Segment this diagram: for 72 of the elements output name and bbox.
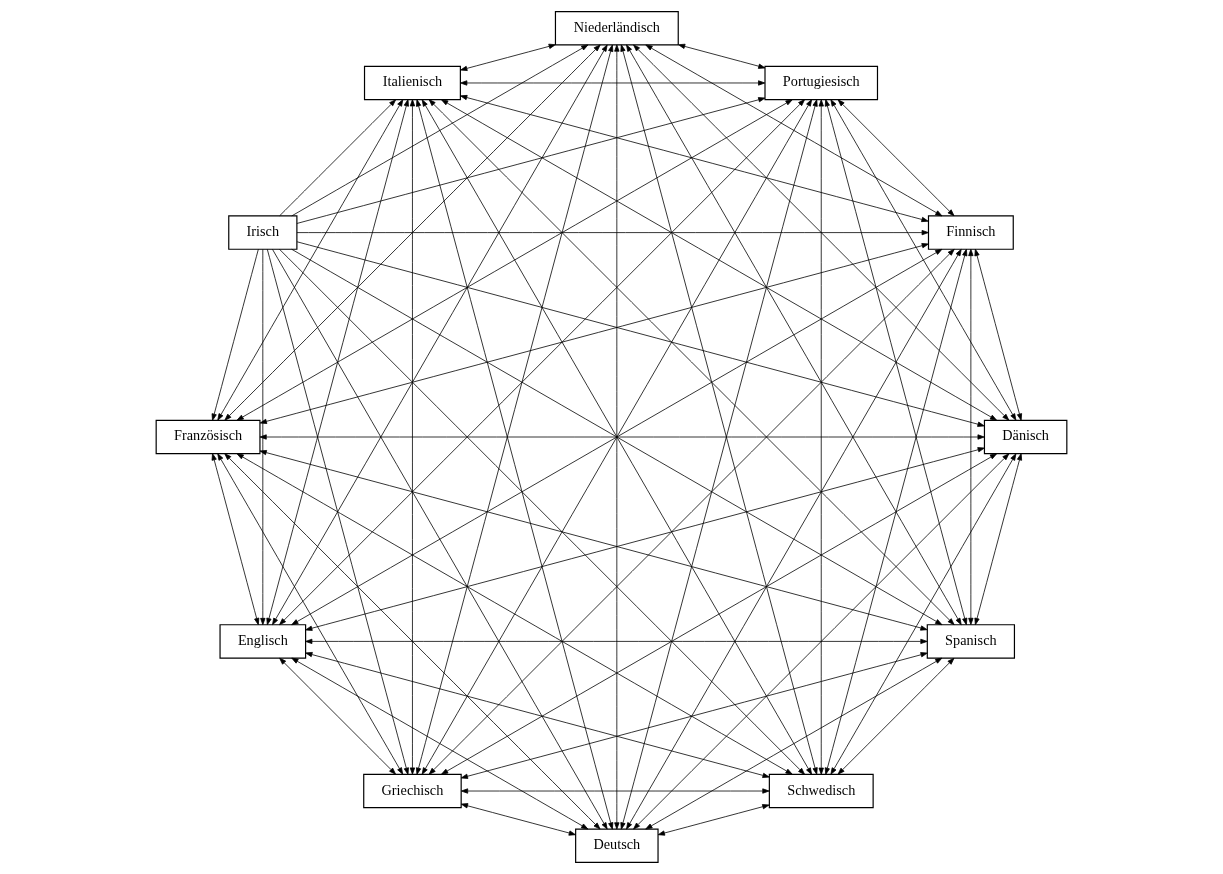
- arrow: [830, 99, 1017, 421]
- node-box: Französisch: [155, 419, 261, 455]
- arrow: [441, 99, 998, 421]
- arrow: [279, 657, 396, 775]
- arrow: [409, 99, 416, 775]
- node-box: Irisch: [228, 215, 298, 250]
- arrow: [291, 44, 589, 217]
- arrow: [818, 99, 824, 775]
- node-box: Deutsch: [575, 828, 659, 864]
- arrow: [259, 243, 929, 424]
- arrow: [824, 248, 968, 775]
- arrow: [305, 447, 985, 631]
- arrow: [626, 44, 962, 626]
- arrow: [266, 248, 409, 775]
- arrow: [657, 804, 770, 836]
- arrow: [645, 44, 943, 217]
- arrow: [441, 453, 998, 775]
- arrow: [614, 44, 620, 830]
- arrow: [211, 453, 260, 626]
- arrow: [460, 652, 928, 779]
- node-box: Englisch: [219, 624, 307, 659]
- arrow: [305, 652, 770, 778]
- arrow: [428, 248, 955, 775]
- arrow: [460, 43, 556, 71]
- arrow: [279, 99, 805, 626]
- arrow: [296, 97, 766, 224]
- arrow: [236, 99, 793, 421]
- arrow: [460, 94, 929, 223]
- arrow: [224, 44, 601, 421]
- arrow: [211, 248, 259, 421]
- arrow: [837, 657, 955, 775]
- arrow: [236, 453, 793, 775]
- arrow: [837, 99, 955, 217]
- arrow: [279, 99, 397, 217]
- arrow: [830, 453, 1017, 775]
- arrow: [296, 241, 985, 427]
- arrow: [824, 99, 968, 626]
- node-box: Spanisch: [926, 624, 1016, 659]
- arrow: [260, 249, 266, 626]
- arrow: [266, 99, 409, 626]
- arrow: [633, 453, 1010, 830]
- node-box: Dänisch: [983, 419, 1068, 455]
- arrow: [974, 248, 1023, 421]
- arrow: [460, 803, 576, 836]
- arrow: [633, 44, 1010, 421]
- arrow: [645, 657, 943, 830]
- arrow: [974, 453, 1023, 626]
- arrow: [279, 248, 805, 775]
- arrow: [968, 248, 974, 625]
- node-box: Portugiesisch: [764, 65, 879, 101]
- arrow: [460, 80, 766, 86]
- arrow: [272, 44, 608, 626]
- node-box: Italienisch: [363, 65, 461, 101]
- arrow: [428, 99, 955, 626]
- node-box: Schwedisch: [768, 773, 874, 809]
- arrow: [291, 248, 943, 626]
- arrow: [272, 248, 608, 830]
- node-box: Niederländisch: [554, 10, 679, 46]
- arrow: [259, 450, 928, 631]
- arrow: [259, 434, 985, 440]
- arrow: [224, 453, 601, 830]
- arrow: [291, 657, 589, 830]
- arrow: [678, 43, 766, 69]
- arrow: [421, 99, 813, 775]
- arrow: [626, 248, 962, 830]
- node-box: Griechisch: [363, 773, 462, 809]
- arrow: [305, 638, 928, 644]
- node-box: Finnisch: [927, 215, 1014, 250]
- arrow: [460, 788, 770, 794]
- arrow: [217, 453, 404, 775]
- arrow: [217, 99, 404, 421]
- arrow: [296, 230, 929, 236]
